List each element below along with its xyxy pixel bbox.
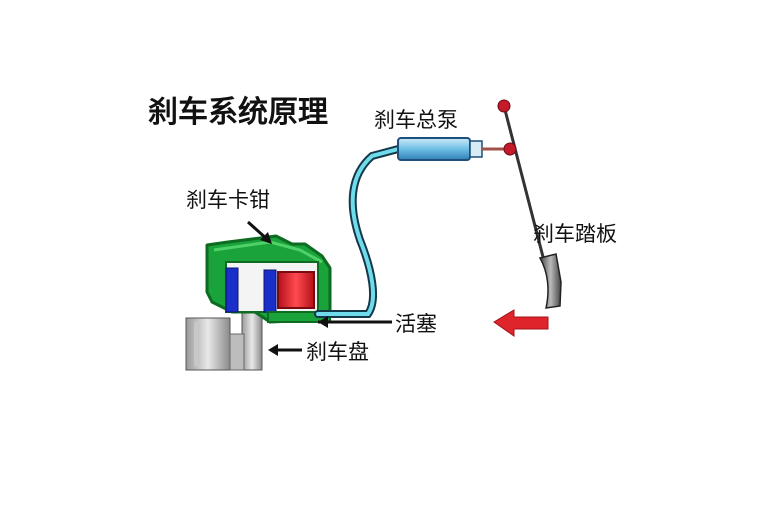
diagram-title: 刹车系统原理 bbox=[148, 95, 328, 130]
brake-hose bbox=[314, 144, 406, 318]
left-arrow-icon bbox=[493, 309, 549, 337]
label-piston: 活塞 bbox=[395, 312, 437, 336]
label-caliper: 刹车卡钳 bbox=[186, 188, 270, 212]
leader-lines bbox=[246, 220, 392, 356]
label-brake-disc: 刹车盘 bbox=[306, 340, 369, 364]
label-master-cylinder: 刹车总泵 bbox=[374, 108, 458, 132]
brake-pedal bbox=[497, 99, 562, 309]
piston bbox=[277, 271, 315, 309]
label-brake-pedal: 刹车踏板 bbox=[533, 222, 617, 246]
master-cylinder bbox=[397, 137, 508, 161]
